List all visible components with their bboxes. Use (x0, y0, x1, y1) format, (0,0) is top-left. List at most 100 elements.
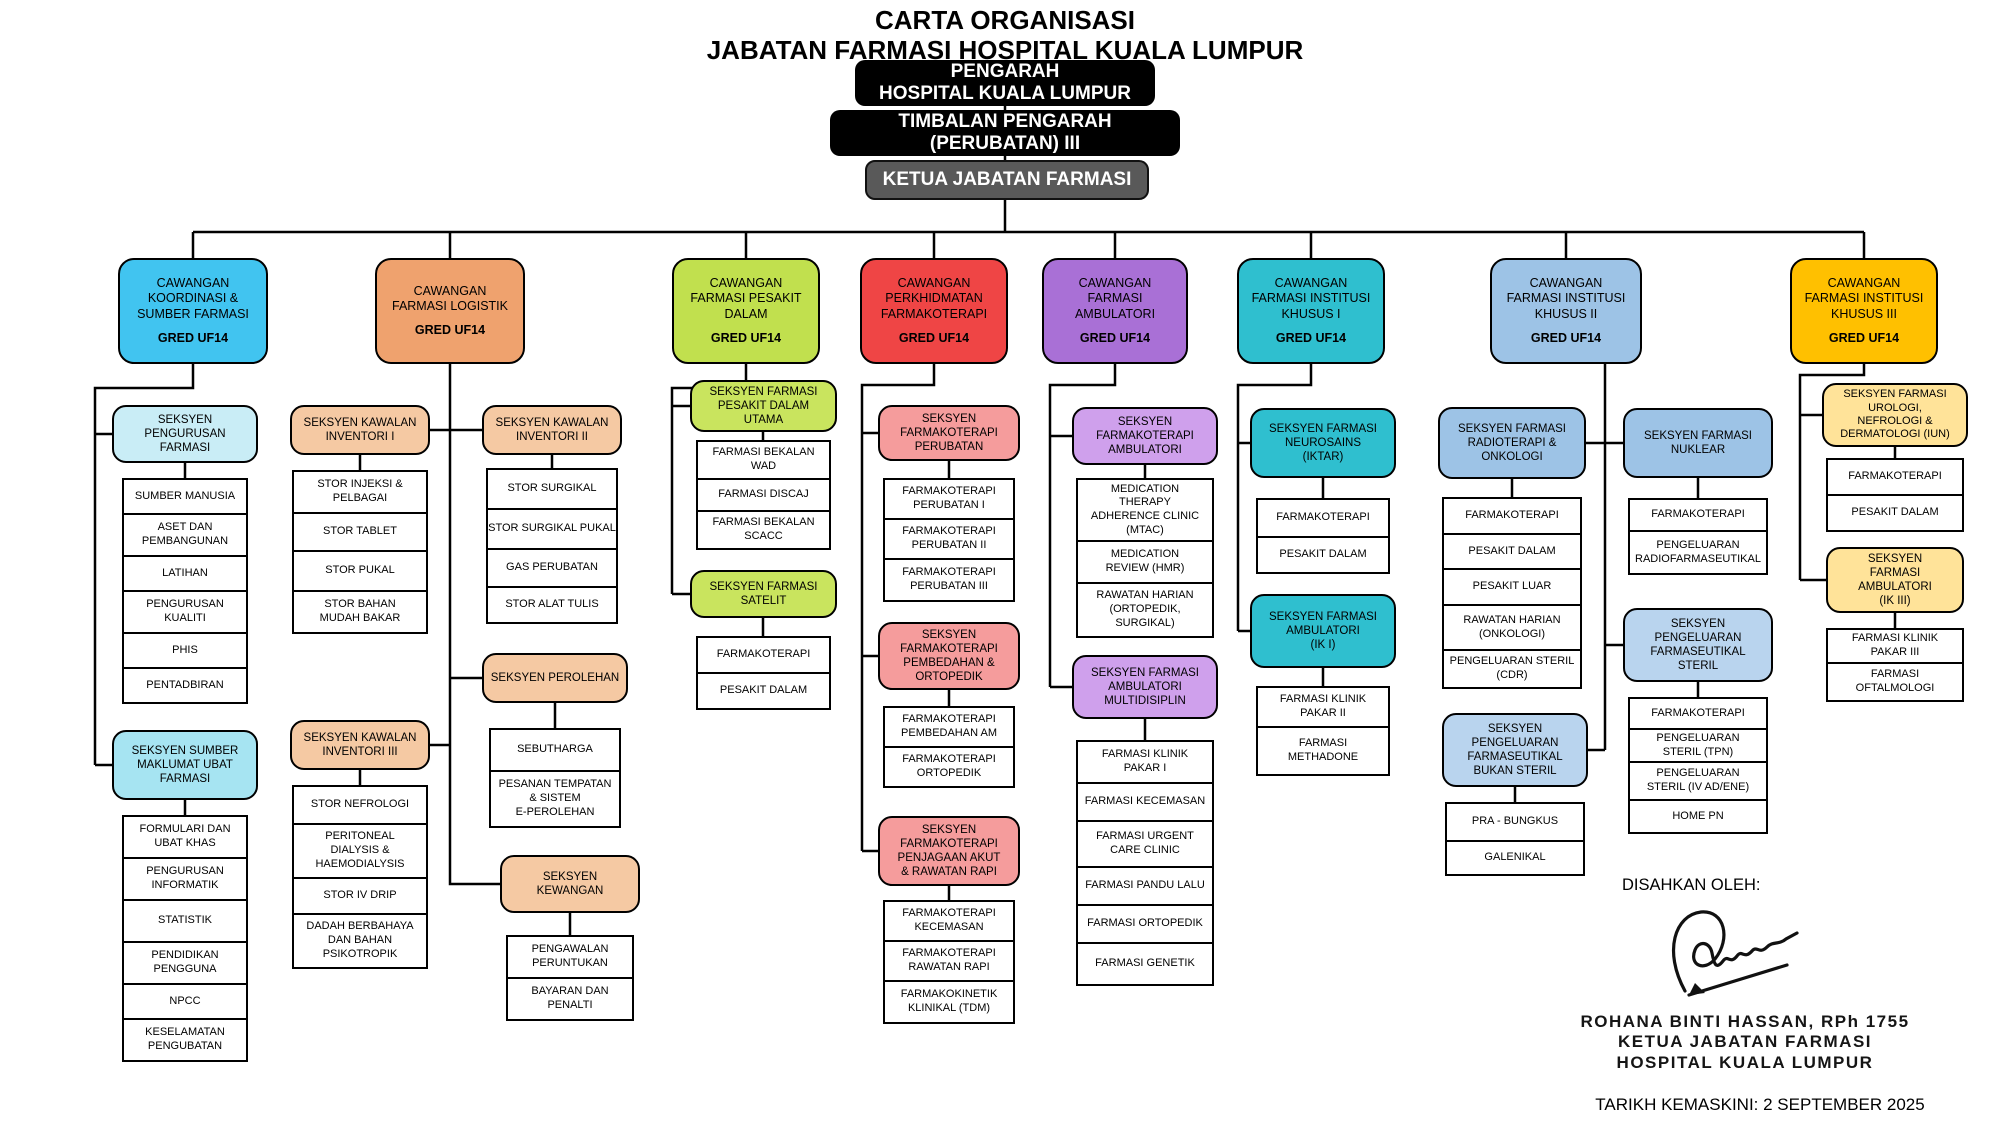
org-unit: STATISTIK (122, 899, 248, 943)
org-unit: FORMULARI DAN UBAT KHAS (122, 815, 248, 859)
unit-stack: FARMAKOTERAPI PERUBATAN I FARMAKOTERAPI … (883, 478, 1015, 602)
approver-stamp: ROHANA BINTI HASSAN, RPh 1755 KETUA JABA… (1562, 1012, 1928, 1073)
org-unit: PENGELUARAN STERIL (CDR) (1442, 649, 1582, 689)
org-unit: STOR SURGIKAL PUKAL (486, 508, 618, 550)
unit-stack: FARMASI KLINIK PAKAR I FARMASI KECEMASAN… (1076, 740, 1214, 986)
org-unit: FARMAKOTERAPI PEMBEDAHAN AM (883, 706, 1015, 748)
org-unit: GALENIKAL (1445, 840, 1585, 876)
org-unit: STOR BAHAN MUDAH BAKAR (292, 590, 428, 634)
org-unit: BAYARAN DAN PENALTI (506, 977, 634, 1021)
section-urologi-nefrologi-dermatologi: SEKSYEN FARMASI UROLOGI, NEFROLOGI & DER… (1822, 383, 1968, 447)
org-unit: FARMAKOTERAPI (1826, 458, 1964, 496)
org-unit: PESANAN TEMPATAN & SISTEM E-PEROLEHAN (489, 770, 621, 828)
org-unit: FARMAKOTERAPI (696, 636, 831, 674)
org-unit: PENTADBIRAN (122, 667, 248, 704)
ketua-jabatan-box: KETUA JABATAN FARMASI (865, 160, 1149, 200)
unit-stack: FARMAKOTERAPI PENGELUARAN RADIOFARMASEUT… (1628, 498, 1768, 575)
branch-title: CAWANGAN FARMASI AMBULATORI (1074, 276, 1156, 321)
org-unit: PESAKIT LUAR (1442, 568, 1582, 606)
org-unit: STOR NEFROLOGI (292, 785, 428, 825)
timbalan-pengarah-box: TIMBALAN PENGARAH (PERUBATAN) III (830, 110, 1180, 156)
branch-pesakit-dalam: CAWANGAN FARMASI PESAKIT DALAM GRED UF14 (672, 258, 820, 364)
org-unit: FARMASI DISCAJ (696, 478, 831, 512)
org-unit: PERITONEAL DIALYSIS & HAEMODIALYSIS (292, 823, 428, 879)
branch-gred: GRED UF14 (1530, 330, 1602, 345)
branch-title: CAWANGAN FARMASI LOGISTIK (392, 283, 508, 313)
unit-stack: FARMAKOTERAPI PESAKIT DALAM (1256, 498, 1390, 574)
org-unit: FARMASI URGENT CARE CLINIC (1076, 820, 1214, 868)
section-sumber-maklumat-ubat: SEKSYEN SUMBER MAKLUMAT UBAT FARMASI (112, 730, 258, 800)
org-unit: FARMASI KECEMASAN (1076, 782, 1214, 822)
org-unit: FARMAKOTERAPI (1628, 697, 1768, 730)
unit-stack: STOR NEFROLOGI PERITONEAL DIALYSIS & HAE… (292, 785, 428, 969)
org-unit: STOR INJEKSI & PELBAGAI (292, 470, 428, 514)
org-unit: PENDIDIKAN PENGGUNA (122, 941, 248, 985)
section-ambulatori-multidisiplin: SEKSYEN FARMASI AMBULATORI MULTIDISIPLIN (1072, 655, 1218, 719)
org-unit: PRA - BUNGKUS (1445, 802, 1585, 842)
section-farmasi-satelit: SEKSYEN FARMASI SATELIT (690, 570, 837, 618)
org-unit: FARMAKOTERAPI PERUBATAN III (883, 558, 1015, 602)
branch-gred: GRED UF14 (1828, 330, 1900, 345)
org-unit: FARMASI KLINIK PAKAR II (1256, 686, 1390, 728)
org-unit: PENGAWALAN PERUNTUKAN (506, 935, 634, 979)
org-unit: FARMAKOTERAPI RAWATAN RAPI (883, 940, 1015, 982)
unit-stack: STOR SURGIKAL STOR SURGIKAL PUKAL GAS PE… (486, 468, 618, 624)
org-unit: FARMASI BEKALAN WAD (696, 440, 831, 480)
last-updated-label: TARIKH KEMASKINI: 2 SEPTEMBER 2025 (1595, 1095, 1925, 1114)
org-unit: PESAKIT DALAM (696, 672, 831, 710)
org-unit: SUMBER MANUSIA (122, 478, 248, 515)
org-unit: PENGURUSAN INFORMATIK (122, 857, 248, 901)
branch-gred: GRED UF14 (898, 330, 970, 345)
section-farmasi-nuklear: SEKSYEN FARMASI NUKLEAR (1623, 408, 1773, 478)
section-farmakoterapi-perubatan: SEKSYEN FARMAKOTERAPI PERUBATAN (878, 405, 1020, 461)
page-title-line2: JABATAN FARMASI HOSPITAL KUALA LUMPUR (706, 35, 1304, 65)
signature (1655, 903, 1830, 1013)
org-unit: FARMASI METHADONE (1256, 726, 1390, 776)
org-unit: STOR SURGIKAL (486, 468, 618, 510)
unit-stack: FARMAKOTERAPI PESAKIT DALAM (696, 636, 831, 710)
branch-gred: GRED UF14 (1275, 330, 1347, 345)
org-unit: PENGELUARAN STERIL (TPN) (1628, 728, 1768, 763)
section-kawalan-inventori-3: SEKSYEN KAWALAN INVENTORI III (290, 720, 430, 770)
org-unit: STOR PUKAL (292, 550, 428, 592)
org-unit: NPCC (122, 983, 248, 1020)
approver-role: KETUA JABATAN FARMASI (1617, 1032, 1873, 1052)
unit-stack: STOR INJEKSI & PELBAGAI STOR TABLET STOR… (292, 470, 428, 634)
section-kawalan-inventori-1: SEKSYEN KAWALAN INVENTORI I (290, 405, 430, 455)
branch-gred: GRED UF14 (710, 330, 782, 345)
org-unit: FARMAKOTERAPI (1628, 498, 1768, 532)
section-perolehan: SEKSYEN PEROLEHAN (482, 653, 628, 703)
branch-institusi-khusus-2: CAWANGAN FARMASI INSTITUSI KHUSUS II GRE… (1490, 258, 1642, 364)
unit-stack: FARMASI KLINIK PAKAR II FARMASI METHADON… (1256, 686, 1390, 776)
org-unit: RAWATAN HARIAN (ORTOPEDIK, SURGIKAL) (1076, 582, 1214, 638)
branch-koordinasi-sumber: CAWANGAN KOORDINASI & SUMBER FARMASI GRE… (118, 258, 268, 364)
org-unit: DADAH BERBAHAYA DAN BAHAN PSIKOTROPIK (292, 913, 428, 969)
org-unit: FARMAKOKINETIK KLINIKAL (TDM) (883, 980, 1015, 1024)
org-unit: FARMASI GENETIK (1076, 942, 1214, 986)
section-farmakoterapi-ambulatori: SEKSYEN FARMAKOTERAPI AMBULATORI (1072, 407, 1218, 465)
page-title-line1: CARTA ORGANISASI (875, 5, 1135, 35)
org-unit: STOR IV DRIP (292, 877, 428, 915)
org-unit: MEDICATION THERAPY ADHERENCE CLINIC (MTA… (1076, 478, 1214, 542)
unit-stack: FARMAKOTERAPI PENGELUARAN STERIL (TPN) P… (1628, 697, 1768, 834)
branch-perkhidmatan-farmakoterapi: CAWANGAN PERKHIDMATAN FARMAKOTERAPI GRED… (860, 258, 1008, 364)
org-unit: RAWATAN HARIAN (ONKOLOGI) (1442, 604, 1582, 651)
unit-stack: FARMAKOTERAPI PEMBEDAHAN AM FARMAKOTERAP… (883, 706, 1015, 788)
section-farmakoterapi-pembedahan-ortopedik: SEKSYEN FARMAKOTERAPI PEMBEDAHAN & ORTOP… (878, 622, 1020, 690)
unit-stack: FARMASI KLINIK PAKAR III FARMASI OFTALMO… (1826, 628, 1964, 702)
org-unit: FARMASI ORTOPEDIK (1076, 904, 1214, 944)
unit-stack: SEBUTHARGA PESANAN TEMPATAN & SISTEM E-P… (489, 728, 621, 828)
branch-gred: GRED UF14 (414, 323, 486, 338)
org-unit: GAS PERUBATAN (486, 548, 618, 588)
branch-farmasi-logistik: CAWANGAN FARMASI LOGISTIK GRED UF14 (375, 258, 525, 364)
org-unit: FARMASI OFTALMOLOGI (1826, 662, 1964, 702)
unit-stack: PRA - BUNGKUS GALENIKAL (1445, 802, 1585, 876)
unit-stack: FARMAKOTERAPI PESAKIT DALAM PESAKIT LUAR… (1442, 497, 1582, 689)
branch-title: CAWANGAN PERKHIDMATAN FARMAKOTERAPI (880, 276, 988, 321)
org-unit: PHIS (122, 632, 248, 669)
org-unit: FARMASI BEKALAN SCACC (696, 510, 831, 550)
approver-name: ROHANA BINTI HASSAN, RPh 1755 (1580, 1012, 1910, 1031)
org-unit: PESAKIT DALAM (1442, 533, 1582, 570)
branch-gred: GRED UF14 (157, 330, 229, 345)
